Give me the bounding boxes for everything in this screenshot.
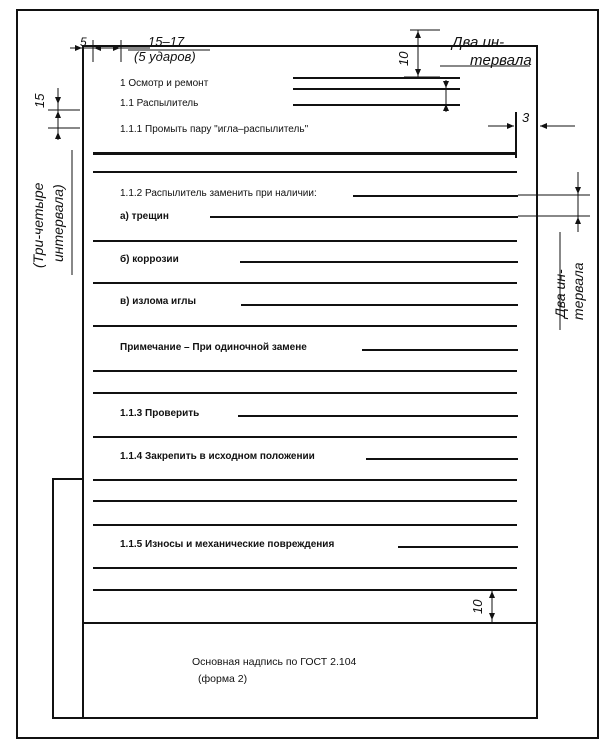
writing-line	[293, 88, 460, 90]
dim-three-four-2: интервала)	[50, 184, 66, 262]
binding-stub	[52, 478, 84, 719]
outer-sheet-border	[16, 9, 599, 739]
item-1-1-4: 1.1.4 Закрепить в исходном положении	[120, 451, 315, 462]
document-frame	[82, 45, 538, 719]
writing-line	[93, 524, 517, 526]
writing-line	[366, 458, 518, 460]
heading-1: 1 Осмотр и ремонт	[120, 78, 209, 89]
item-1-1-5: 1.1.5 Износы и механические повреждения	[120, 539, 335, 550]
title-block-line-1: Основная надпись по ГОСТ 2.104	[192, 656, 357, 668]
dim-right-3: 3	[522, 110, 530, 125]
heading-1-1: 1.1 Распылитель	[120, 98, 199, 109]
dim-two-intervals-side-1: Два ин-	[552, 269, 568, 318]
dim-three-four-1: (Три-четыре	[30, 182, 46, 268]
writing-line	[93, 370, 517, 372]
dim-top-gap: 10	[396, 51, 411, 66]
writing-line	[240, 261, 518, 263]
writing-line	[93, 436, 517, 438]
writing-line	[93, 392, 517, 394]
writing-line	[398, 546, 518, 548]
writing-line	[93, 325, 517, 327]
writing-line	[210, 216, 518, 218]
dim-left-margin: 5	[80, 35, 87, 49]
dim-indent: 15–17	[148, 34, 185, 49]
dim-indent-note: (5 ударов)	[134, 49, 196, 64]
writing-line	[362, 349, 518, 351]
item-1-1-3: 1.1.3 Проверить	[120, 408, 200, 419]
writing-line	[93, 567, 517, 569]
writing-line	[93, 240, 517, 242]
item-c: в) излома иглы	[120, 296, 197, 307]
item-b: б) коррозии	[120, 254, 179, 265]
writing-line	[353, 195, 518, 197]
writing-line	[93, 589, 517, 591]
writing-line	[241, 304, 518, 306]
writing-line	[93, 479, 517, 481]
writing-line	[93, 282, 517, 284]
writing-line	[93, 171, 517, 173]
writing-line	[93, 500, 517, 502]
dim-two-intervals-top-2: тервала	[470, 52, 532, 69]
dim-bottom-gap: 10	[470, 599, 485, 614]
item-1-1-2: 1.1.2 Распылитель заменить при наличии:	[120, 188, 317, 199]
title-block-line-2: (форма 2)	[198, 673, 248, 685]
note-text: Примечание – При одиночной замене	[120, 342, 307, 353]
writing-line	[293, 77, 460, 79]
writing-line	[293, 104, 460, 106]
writing-line	[238, 415, 518, 417]
item-1-1-1: 1.1.1 Промыть пару "игла–распылитель"	[120, 124, 309, 135]
item-a: а) трещин	[120, 211, 169, 222]
title-block-separator	[82, 622, 538, 624]
dim-two-intervals-top-1: Два ин-	[452, 34, 505, 51]
dim-left-15: 15	[32, 93, 47, 108]
writing-line	[93, 152, 515, 155]
dim-two-intervals-side-2: тервала	[570, 262, 586, 320]
